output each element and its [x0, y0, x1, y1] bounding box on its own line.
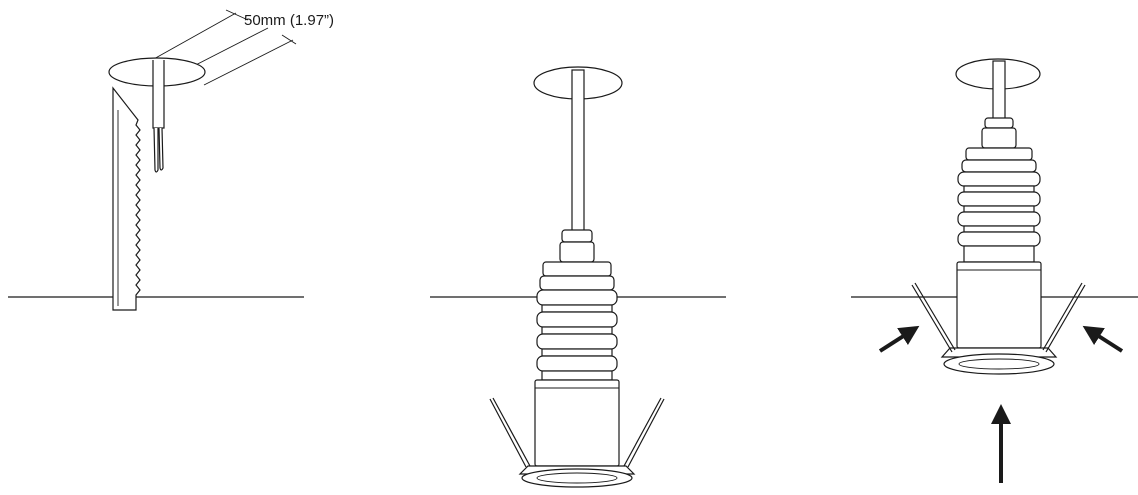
push-arrow-icon [878, 325, 1124, 483]
cable-icon [152, 60, 165, 173]
recessed-light-fixture-icon [518, 229, 636, 488]
dimension-label: 50mm (1.97”) [244, 12, 334, 29]
recessed-light-fixture-icon [940, 117, 1058, 375]
step-3-push-fixture-in [851, 58, 1138, 483]
spring-clip-icon [911, 282, 1086, 353]
spring-clip-icon [489, 397, 665, 468]
step-1-cut-hole: 50mm (1.97”) [8, 9, 334, 311]
cable-icon [992, 60, 1006, 122]
step-2-insert-fixture [430, 66, 726, 488]
cable-icon [571, 69, 585, 233]
saw-blade-icon [112, 86, 141, 311]
